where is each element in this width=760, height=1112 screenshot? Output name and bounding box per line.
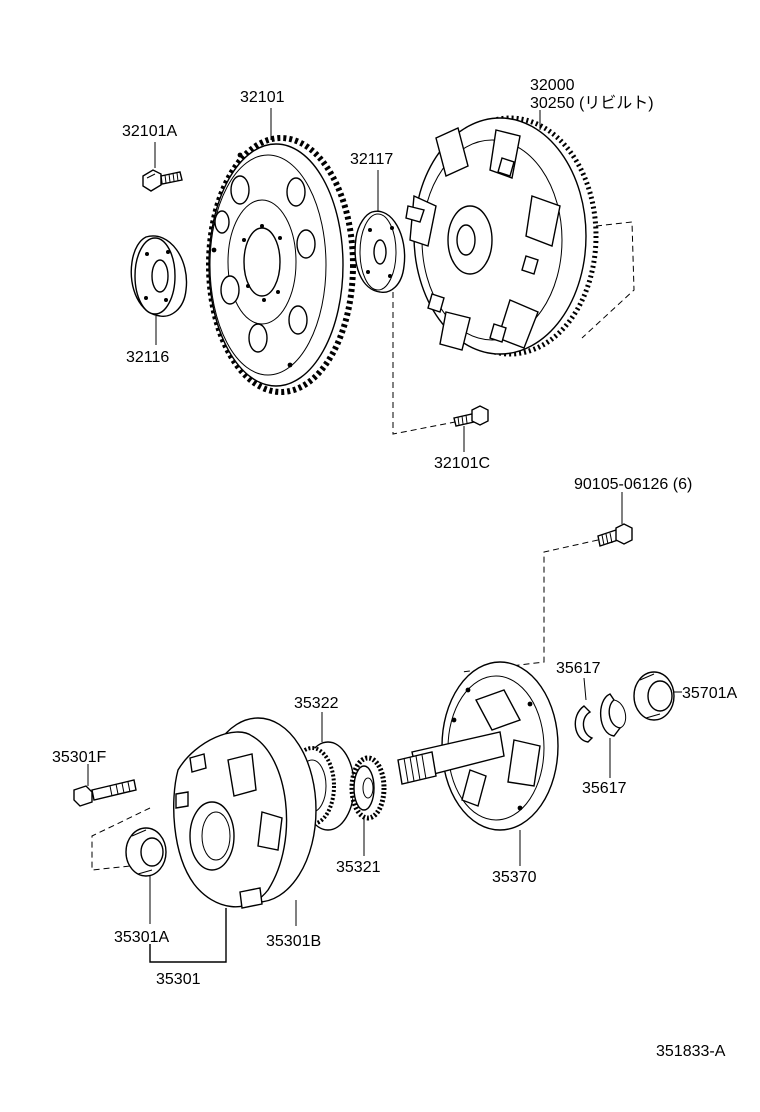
pump-body-35301 <box>173 717 317 909</box>
dashed-line-32000 <box>581 221 635 339</box>
label-32101C: 32101C <box>434 455 490 472</box>
dashed-line-32101C <box>392 292 456 435</box>
label-32101: 32101 <box>240 89 285 106</box>
label-32101A: 32101A <box>122 123 177 140</box>
label-30250: 30250 (リビルト) <box>530 94 654 112</box>
label-35301: 35301 <box>156 971 201 988</box>
bolt-32101C <box>453 405 489 427</box>
bolt-35301F <box>73 779 137 807</box>
snap-ring-35617-b <box>599 693 622 737</box>
plate-32117 <box>354 210 406 293</box>
label-32000: 32000 <box>530 77 575 94</box>
oil-seal-35301A <box>125 827 167 877</box>
label-35321: 35321 <box>336 859 381 876</box>
label-35617-b: 35617 <box>582 780 627 797</box>
dashed-line-35301F <box>91 807 151 871</box>
label-35617-a: 35617 <box>556 660 601 677</box>
label-90105: 90105-06126 (6) <box>574 476 692 493</box>
figure-code: 351833-A <box>656 1043 726 1060</box>
plate-32116 <box>130 235 188 317</box>
stator-shaft-35370 <box>397 661 559 831</box>
gear-35321 <box>349 755 387 821</box>
label-35301B: 35301B <box>266 933 321 950</box>
ring-gear-32101 <box>206 135 356 395</box>
snap-ring-35617-a <box>574 705 594 743</box>
label-35322: 35322 <box>294 695 339 712</box>
oil-seal-35701A <box>633 671 675 721</box>
label-32116: 32116 <box>126 349 169 366</box>
label-32117: 32117 <box>350 151 393 168</box>
label-35301A: 35301A <box>114 929 169 946</box>
snap-ring-35617-b-gap <box>613 699 627 729</box>
leader-35617-a <box>583 677 587 701</box>
label-35701A: 35701A <box>682 685 737 702</box>
bolt-32101A <box>142 169 183 192</box>
label-35370: 35370 <box>492 869 537 886</box>
bolt-90105-06126 <box>597 523 633 547</box>
label-35301F: 35301F <box>52 749 106 766</box>
torque-converter-32000 <box>405 115 599 357</box>
dashed-line-90105 <box>461 539 599 673</box>
bracket-35301 <box>149 908 227 963</box>
